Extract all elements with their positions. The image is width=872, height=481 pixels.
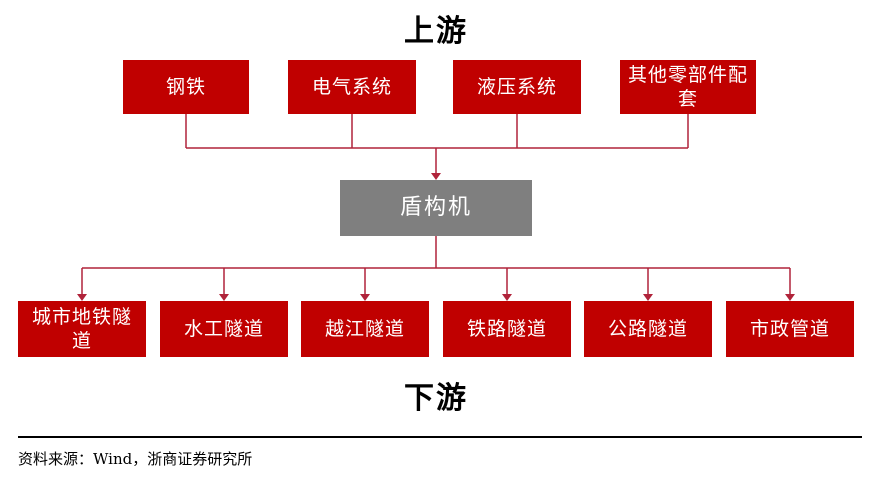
arrow-down-4: [502, 294, 512, 301]
downstream-box-highway-tunnel: 公路隧道: [584, 301, 712, 357]
arrow-down-5: [643, 294, 653, 301]
downstream-box-metro: 城市地铁隧道: [18, 301, 146, 357]
arrow-down-1: [77, 294, 87, 301]
upstream-title: 上游: [404, 14, 468, 49]
arrow-down-3: [360, 294, 370, 301]
arrow-down-2: [219, 294, 229, 301]
arrow-center: [431, 173, 441, 180]
upstream-box-other-parts: 其他零部件配套: [620, 60, 756, 114]
downstream-title: 下游: [404, 381, 468, 416]
upstream-box-electrical: 电气系统: [288, 60, 416, 114]
upstream-box-hydraulic: 液压系统: [453, 60, 581, 114]
upstream-box-steel: 钢铁: [123, 60, 249, 114]
downstream-box-hydraulic-tunnel: 水工隧道: [160, 301, 288, 357]
downstream-box-railway-tunnel: 铁路隧道: [443, 301, 571, 357]
source-divider: [18, 436, 862, 438]
downstream-box-municipal-pipe: 市政管道: [726, 301, 854, 357]
center-box-tbm: 盾构机: [340, 180, 532, 236]
downstream-box-river-tunnel: 越江隧道: [301, 301, 429, 357]
arrow-down-6: [785, 294, 795, 301]
source-note: 资料来源：Wind，浙商证券研究所: [18, 450, 253, 468]
